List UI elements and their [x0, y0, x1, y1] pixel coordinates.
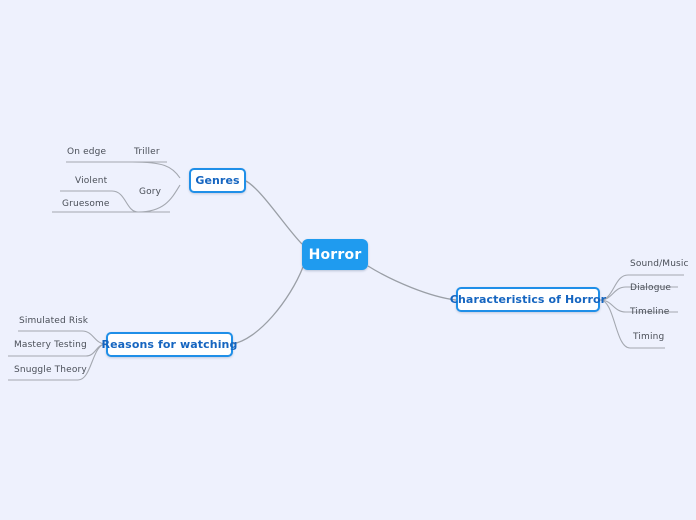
branch-node-reasons-for-watching[interactable]: Reasons for watching	[102, 332, 237, 357]
leaf-label-sound-music[interactable]: Sound/Music	[630, 259, 689, 269]
leaf-label-gruesome[interactable]: Gruesome	[62, 199, 110, 209]
leaf-label-timing[interactable]: Timing	[633, 332, 665, 342]
leaf-label-triller[interactable]: Triller	[134, 147, 160, 157]
link-root-to-reasons	[231, 266, 304, 345]
leaf-label-snuggle-theory[interactable]: Snuggle Theory	[14, 365, 87, 375]
leaf-label-violent[interactable]: Violent	[75, 176, 108, 186]
leaf-label-gory[interactable]: Gory	[139, 187, 162, 197]
leafline-triller	[131, 161, 181, 179]
leaf-label-dialogue[interactable]: Dialogue	[630, 283, 672, 293]
leaf-label-simulated-risk[interactable]: Simulated Risk	[19, 316, 89, 326]
link-root-to-characteristics	[367, 265, 457, 301]
branch-node-reasons-label: Reasons for watching	[101, 338, 238, 351]
leaf-label-on-edge[interactable]: On edge	[67, 147, 107, 157]
link-root-to-genres	[245, 180, 303, 245]
branch-node-characteristics-label: Characteristics of Horror	[449, 293, 607, 306]
root-node-label: Horror	[308, 246, 362, 263]
root-node-horror[interactable]: Horror	[302, 239, 368, 270]
branch-node-characteristics-of-horror[interactable]: Characteristics of Horror	[450, 287, 606, 312]
branch-node-genres-label: Genres	[195, 174, 240, 187]
branch-node-genres[interactable]: Genres	[189, 168, 246, 193]
leaf-label-mastery-testing[interactable]: Mastery Testing	[14, 340, 87, 350]
leaf-label-timeline[interactable]: Timeline	[630, 307, 670, 317]
